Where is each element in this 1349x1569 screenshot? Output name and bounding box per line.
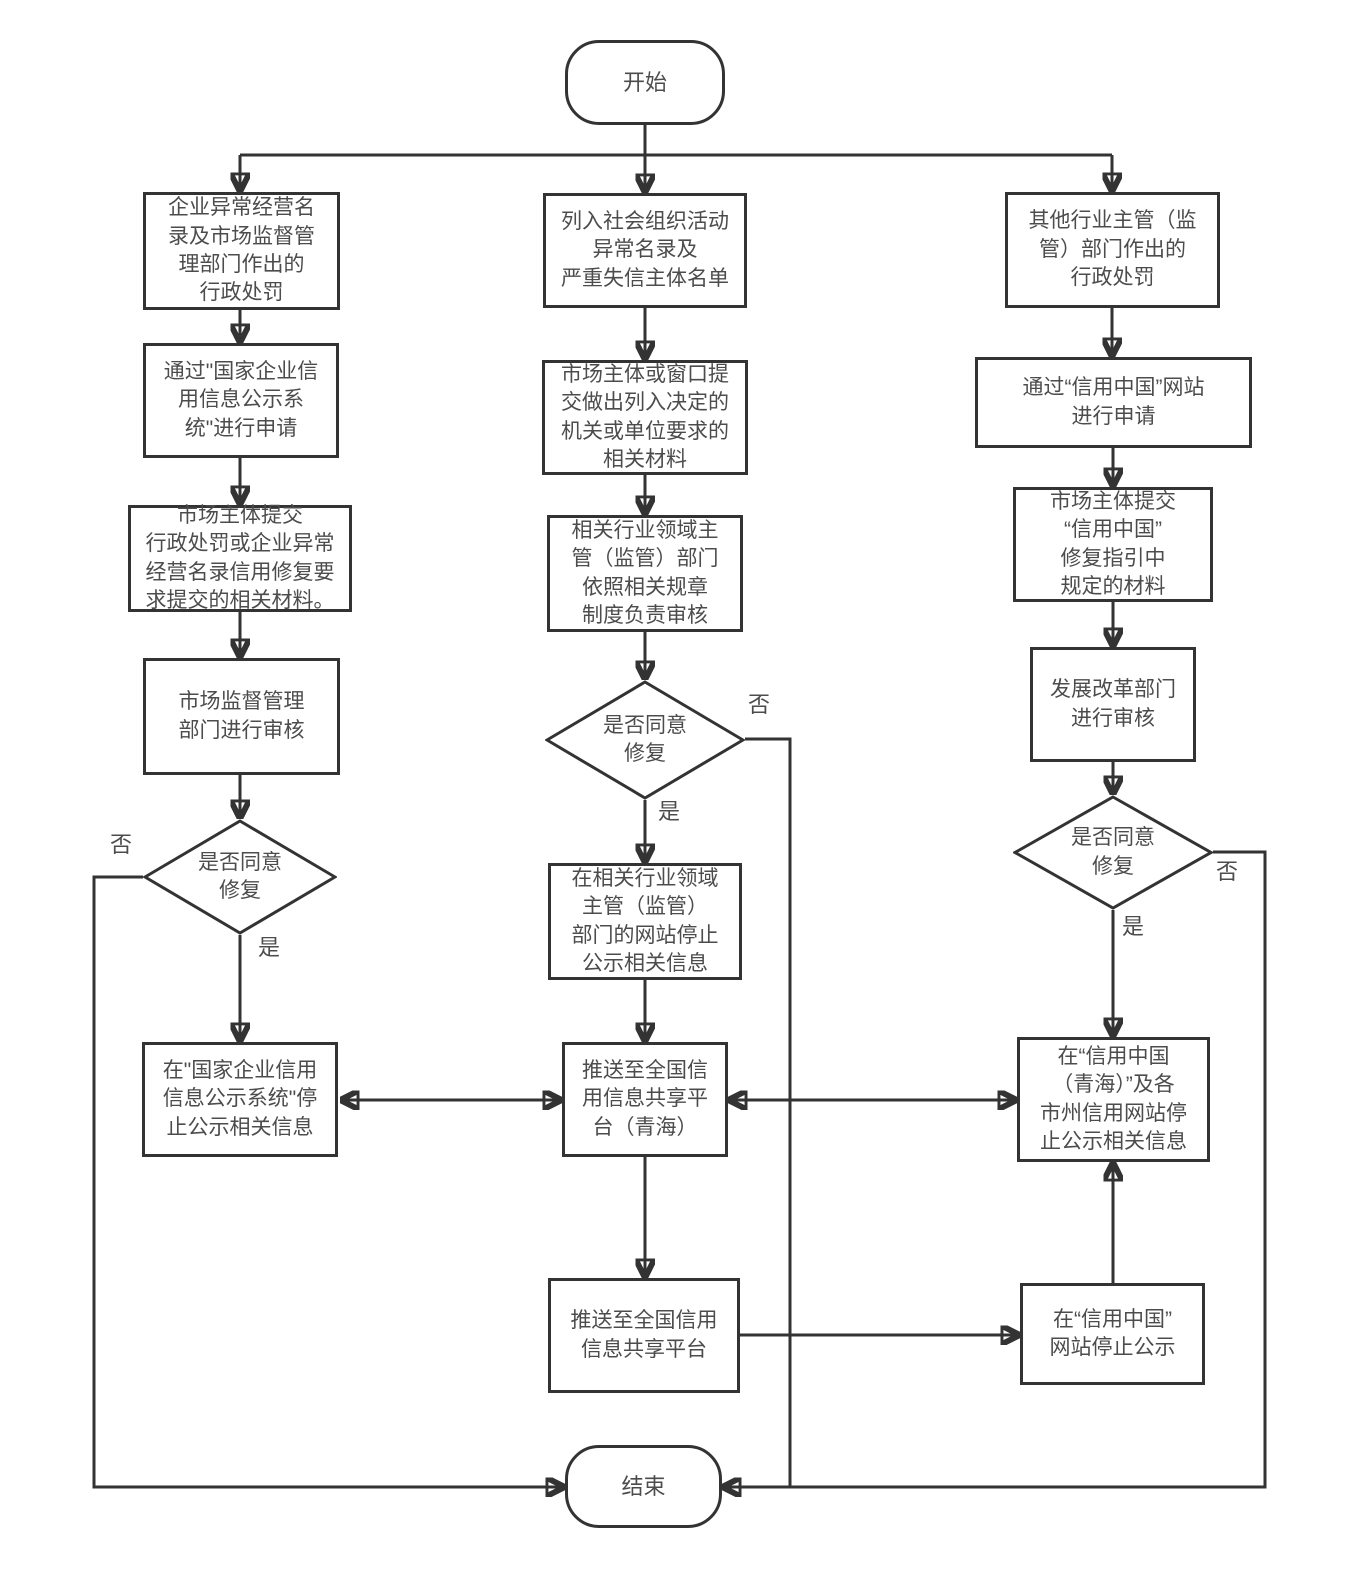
node-submit-materials-credit-china: 市场主体提交 “信用中国” 修复指引中 规定的材料 <box>1013 487 1213 602</box>
node-apply-via-national-credit-system: 通过"国家企业信 用信息公示系 统"进行申请 <box>143 343 339 458</box>
node-stop-publicity-credit-china-qinghai: 在“信用中国 （青海）”及各 市州信用网站停 止公示相关信息 <box>1017 1037 1210 1162</box>
decision-approve-repair-left: 是否同意 修复 <box>143 819 337 935</box>
node-push-national-platform: 推送至全国信用 信息共享平台 <box>548 1278 740 1393</box>
edge-label-yes-right: 是 <box>1122 914 1145 939</box>
decision-label: 是否同意 修复 <box>1071 826 1155 878</box>
node-stop-publicity-industry-site: 在相关行业领域 主管（监管） 部门的网站停止 公示相关信息 <box>548 863 742 980</box>
node-social-org-abnormal-list: 列入社会组织活动 异常名录及 严重失信主体名单 <box>543 193 747 308</box>
edge-ldecision-no-to-end <box>92 875 565 1487</box>
node-stop-publicity-national-system: 在"国家企业信用 信息公示系统"停 止公示相关信息 <box>142 1042 338 1157</box>
edge-label-no-right: 否 <box>1216 859 1239 884</box>
diamond-shape <box>143 819 337 935</box>
decision-approve-repair-right: 是否同意 修复 <box>1013 795 1213 910</box>
node-submit-materials-window: 市场主体或窗口提 交做出列入决定的 机关或单位要求的 相关材料 <box>542 360 748 475</box>
edge-label-yes-left: 是 <box>258 935 281 960</box>
decision-label: 是否同意 修复 <box>603 713 687 765</box>
diamond-shape <box>1013 795 1213 910</box>
node-other-industry-penalty: 其他行业主管（监 管）部门作出的 行政处罚 <box>1005 192 1220 308</box>
node-push-qinghai-platform: 推送至全国信 用信息共享平 台（青海） <box>562 1042 728 1157</box>
diamond-shape <box>545 680 745 800</box>
edge-rdecision-no-to-end <box>722 850 1267 1487</box>
end-terminal: 结束 <box>565 1445 722 1528</box>
edge-label-no-middle: 否 <box>748 692 771 717</box>
node-market-supervision-review: 市场监督管理 部门进行审核 <box>143 658 340 775</box>
edge-label-yes-middle: 是 <box>658 799 681 824</box>
node-industry-dept-review: 相关行业领域主 管（监管）部门 依照相关规章 制度负责审核 <box>547 515 743 632</box>
node-market-supervision-source: 企业异常经营名 录及市场监督管 理部门作出的 行政处罚 <box>143 192 340 310</box>
node-submit-materials-market-entity: 市场主体提交 行政处罚或企业异常 经营名录信用修复要 求提交的相关材料。 <box>128 504 352 612</box>
node-apply-via-credit-china: 通过“信用中国”网站 进行申请 <box>975 357 1252 448</box>
edge-label-no-left: 否 <box>110 832 133 857</box>
decision-approve-repair-middle: 是否同意 修复 <box>545 680 745 800</box>
node-ndrc-review: 发展改革部门 进行审核 <box>1030 647 1196 762</box>
edge-mdecision-no <box>745 737 792 1488</box>
start-terminal: 开始 <box>565 40 725 125</box>
node-stop-publicity-credit-china: 在“信用中国” 网站停止公示 <box>1020 1283 1205 1385</box>
decision-label: 是否同意 修复 <box>198 850 282 902</box>
